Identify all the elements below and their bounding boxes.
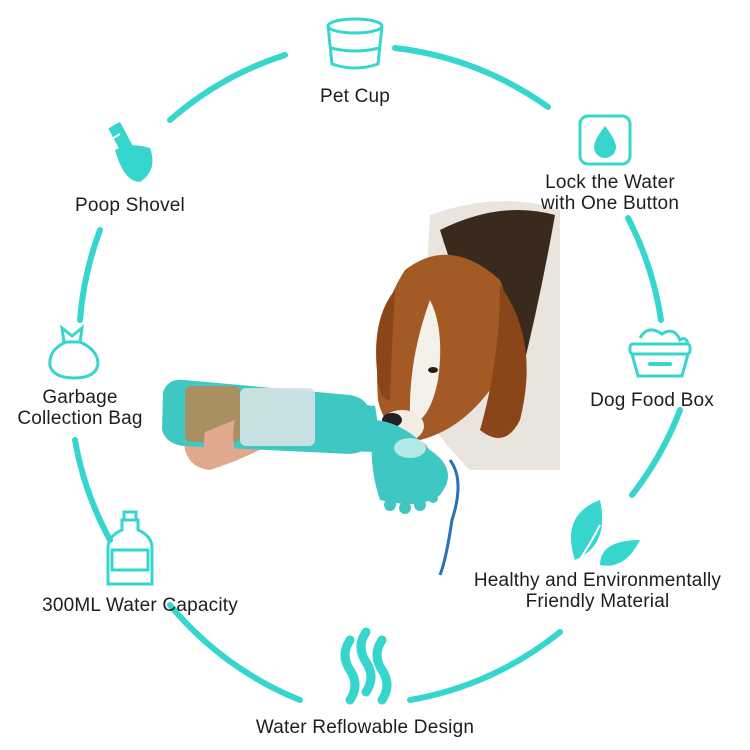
shovel-icon: [103, 122, 153, 182]
feature-label-lock-water: Lock the Water with One Button: [540, 172, 680, 214]
ring-arc: [167, 52, 288, 123]
water-drop-button-icon: [578, 114, 632, 166]
dog-image: [376, 201, 560, 470]
feature-label-water-reflowable: Water Reflowable Design: [255, 717, 475, 738]
bottle-product-image: [162, 379, 460, 576]
food-bowl-icon: [628, 328, 692, 378]
feature-ring: [72, 45, 683, 703]
leaf-icon: [570, 500, 640, 566]
feature-label-garbage-bag: Garbage Collection Bag: [17, 387, 143, 429]
ring-arc: [72, 437, 113, 543]
ring-arc: [77, 227, 103, 323]
ring-arc: [392, 45, 551, 110]
feature-label-water-capacity: 300ML Water Capacity: [42, 595, 238, 616]
ring-arc: [407, 629, 563, 703]
feature-label-poop-shovel: Poop Shovel: [75, 195, 185, 216]
ring-arc: [167, 602, 303, 703]
feature-label-healthy-material: Healthy and Environmentally Friendly Mat…: [473, 570, 722, 612]
feature-label-dog-food-box: Dog Food Box: [590, 390, 714, 411]
feature-label-pet-cup: Pet Cup: [319, 86, 391, 107]
water-waves-icon: [340, 627, 392, 705]
garbage-bag-icon: [48, 324, 100, 380]
cup-icon: [326, 17, 384, 70]
ring-arc: [625, 215, 664, 323]
bottle-icon: [106, 510, 154, 586]
ring-arc: [629, 407, 683, 498]
